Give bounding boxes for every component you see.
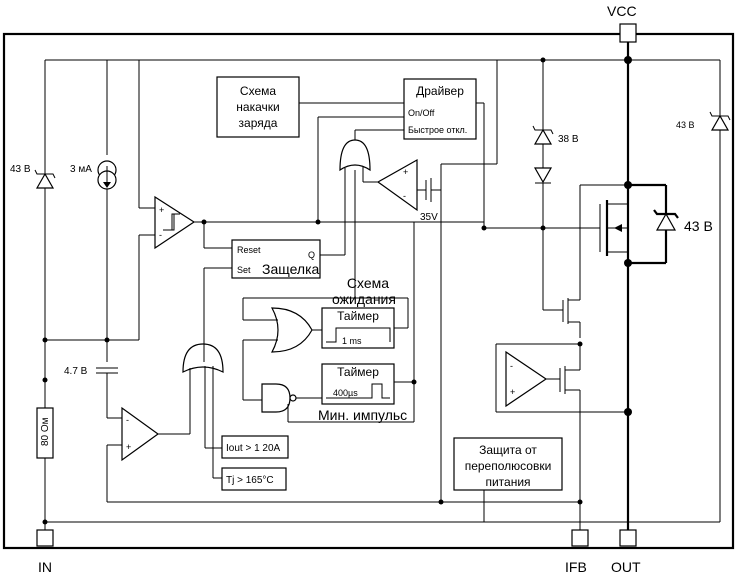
charge-pump-line3: заряда (239, 116, 278, 130)
opamp-plus: + (510, 387, 515, 397)
charge-pump-line2: накачки (236, 100, 279, 114)
comp2-minus: - (126, 415, 129, 425)
node-zener38-gate (540, 225, 546, 231)
min-pulse-label: Мин. импульс (318, 407, 407, 423)
timer2-value: 400µs (333, 388, 358, 398)
timer2-title: Таймер (337, 365, 379, 379)
pin-in (36, 529, 54, 547)
latch-q: Q (308, 250, 315, 260)
timer1-value: 1 ms (342, 336, 362, 346)
zener-fet-label: 43 В (684, 218, 713, 234)
current-src-label: 3 мА (70, 164, 92, 175)
and-gate-icon (261, 383, 297, 413)
latch-block (231, 239, 321, 279)
node-sense-out (624, 408, 632, 416)
comp1-plus: + (159, 205, 164, 215)
opamp-minus: - (510, 361, 513, 371)
driver-fast-off: Быстрое откл. (408, 125, 467, 135)
pin-out-label: OUT (611, 559, 641, 575)
reverse-line1: Защита от (479, 443, 537, 457)
latch-title: Защелка (262, 261, 320, 277)
zener-38-label: 38 В (558, 134, 579, 145)
zener-fet-icon (653, 209, 679, 231)
charge-pump-line1: Схема (240, 84, 276, 98)
resistor-label: 80 Ом (40, 417, 51, 446)
comp2-plus: + (126, 442, 131, 452)
zener-in-label: 43 В (10, 164, 31, 175)
pin-vcc-label: VCC (607, 3, 637, 19)
node-ifb (577, 499, 583, 505)
reverse-protection-block (453, 437, 563, 491)
zener-right-label: 43 В (676, 120, 695, 130)
or-gate-top-icon (339, 139, 371, 172)
or-gate-main-icon (182, 343, 224, 373)
comparator-bottom-icon (121, 406, 160, 462)
opamp-sense-icon (505, 350, 548, 408)
zener-47-label: 4.7 В (64, 366, 88, 377)
comparator-schmitt-icon (154, 195, 196, 250)
timer1-waveform-icon (326, 327, 391, 343)
comp3-minus: - (403, 191, 406, 201)
timer2-waveform-icon (326, 383, 390, 399)
zener-right-icon (709, 111, 731, 131)
timer1-title: Таймер (337, 309, 379, 323)
reverse-line2: переполюсовки (465, 459, 552, 473)
pin-ifb (571, 529, 589, 547)
latch-reset: Reset (237, 245, 261, 255)
tj-label: Tj > 165°C (226, 475, 274, 486)
zener-38-icon (532, 125, 554, 145)
enclosure-frame (2, 32, 735, 550)
zener-35-label: 35V (420, 212, 438, 223)
node-gnd1 (438, 499, 444, 505)
pin-in-label: IN (38, 559, 52, 575)
comparator-top-icon (376, 158, 418, 212)
driver-on-off: On/Off (408, 108, 435, 118)
current-source-icon (97, 160, 117, 190)
iout-label: Iout > 1 20A (226, 443, 281, 454)
pin-out (619, 529, 637, 547)
driver-title: Драйвер (416, 84, 464, 98)
iout-block (221, 435, 289, 459)
tj-block (221, 467, 287, 491)
mosfet-power-icon (599, 200, 628, 256)
mosfet-sense-icon (559, 366, 580, 394)
or-gate-standby-icon (270, 307, 313, 353)
standby-line2: ожидания (332, 291, 396, 307)
latch-set: Set (237, 265, 251, 275)
pin-ifb-label: IFB (565, 559, 587, 575)
zener-47-icon (96, 367, 118, 374)
pin-vcc (619, 23, 637, 43)
node-sense (577, 341, 583, 347)
zener-in-icon (34, 169, 56, 189)
node-in-low (42, 377, 48, 383)
standby-line1: Схема (347, 275, 389, 291)
reverse-line3: питания (485, 475, 530, 489)
charge-pump-block (216, 76, 300, 138)
diode-icon (533, 167, 553, 184)
zener-35-icon (425, 178, 432, 202)
comp3-plus: + (403, 167, 408, 177)
comp1-minus: - (159, 230, 162, 240)
mosfet-small-icon (543, 298, 580, 324)
node-zener38-top (540, 57, 546, 63)
resistor-icon (36, 407, 54, 459)
driver-block (403, 78, 477, 140)
